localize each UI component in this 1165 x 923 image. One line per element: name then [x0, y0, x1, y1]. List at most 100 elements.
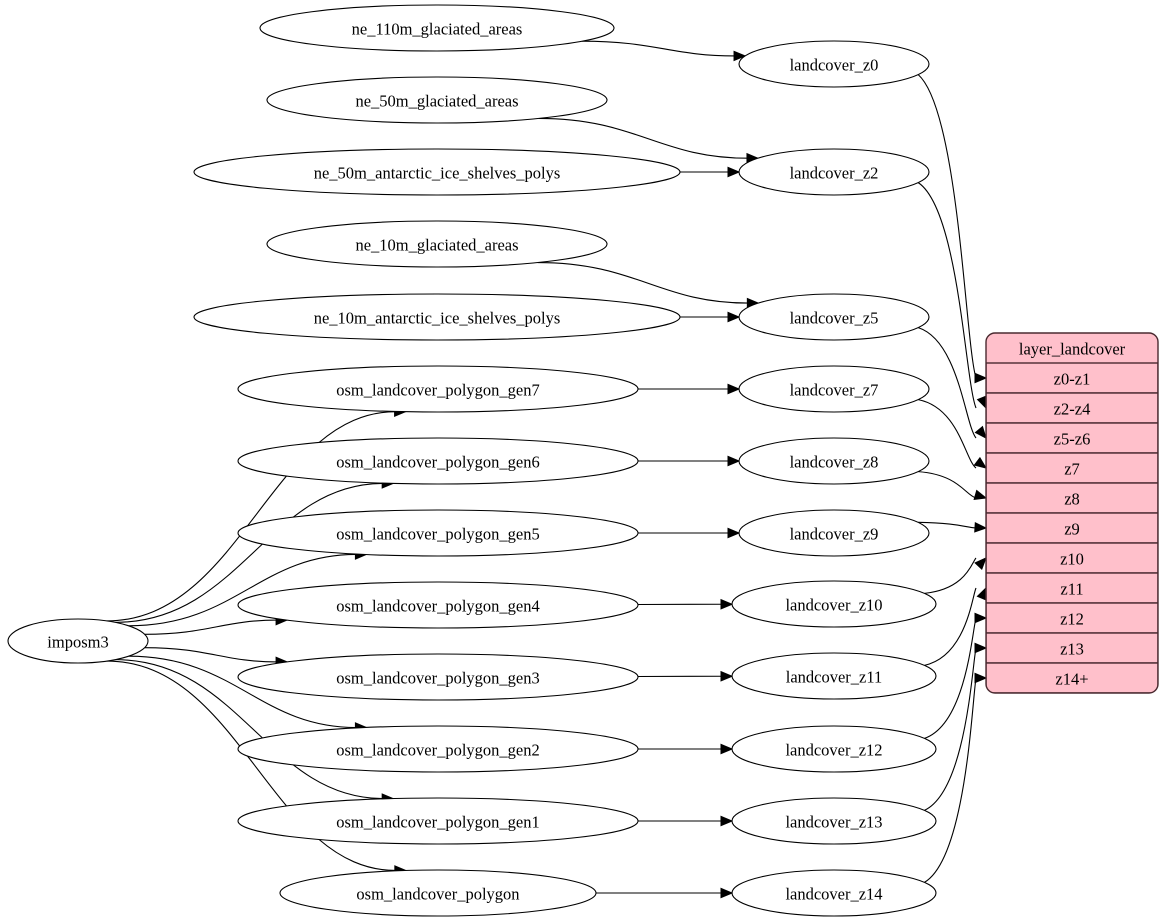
node-label: osm_landcover_polygon_gen1: [336, 813, 539, 832]
edge-path: [538, 117, 748, 159]
edge-path: [144, 619, 278, 635]
table-row-label: z7: [1064, 460, 1080, 479]
node-shape: [266, 220, 608, 268]
natural-earth-node-ne_10m_glaciated_areas[interactable]: ne_10m_glaciated_areas: [266, 220, 608, 268]
node-shape: [237, 509, 639, 557]
node-shape: [731, 797, 937, 845]
node-shape: [7, 618, 149, 664]
landcover-node-landcover_z13[interactable]: landcover_z13: [731, 797, 937, 845]
table-row-z10[interactable]: [986, 542, 1158, 574]
edge-path: [582, 40, 736, 57]
osm-table-node-osm_landcover_polygon_gen1[interactable]: osm_landcover_polygon_gen1: [237, 797, 639, 845]
edge-path: [128, 553, 357, 627]
edge-arrowhead: [973, 456, 988, 469]
edge-path: [924, 557, 977, 594]
edge-landcover_z0-to-z0-z1: [917, 74, 988, 384]
edge-path: [924, 587, 977, 666]
osm-table-node-osm_landcover_polygon_gen6[interactable]: osm_landcover_polygon_gen6: [237, 437, 639, 485]
table-row-z5-z6[interactable]: [986, 422, 1158, 454]
table-row-z9[interactable]: [986, 512, 1158, 544]
node-shape: [731, 725, 937, 773]
edge-path: [144, 647, 278, 663]
node-label: osm_landcover_polygon: [356, 885, 519, 904]
edge-osm_landcover_polygon_gen5-to-landcover_z9: [638, 527, 741, 539]
natural-earth-node-ne_50m_glaciated_areas[interactable]: ne_50m_glaciated_areas: [266, 76, 608, 124]
edge-landcover_z13-to-z13: [924, 642, 988, 811]
table-outline: [985, 332, 1159, 694]
node-shape: [237, 437, 639, 485]
node-label: landcover_z13: [785, 813, 882, 832]
edge-osm_landcover_polygon_gen1-to-landcover_z13: [638, 815, 734, 827]
node-shape: [237, 797, 639, 845]
natural-earth-node-ne_50m_antarctic_ice_shelves_polys[interactable]: ne_50m_antarctic_ice_shelves_polys: [193, 148, 681, 196]
osm-table-node-osm_landcover_polygon[interactable]: osm_landcover_polygon: [279, 869, 597, 917]
edge-path: [537, 261, 749, 304]
edge-landcover_z7-to-z7: [918, 399, 988, 469]
table-row-z0-z1[interactable]: [986, 362, 1158, 394]
node-label: landcover_z9: [790, 525, 879, 544]
natural-earth-node-ne_10m_antarctic_ice_shelves_polys[interactable]: ne_10m_antarctic_ice_shelves_polys: [193, 293, 681, 341]
edge-path: [924, 677, 977, 883]
osm-table-node-osm_landcover_polygon_gen2[interactable]: osm_landcover_polygon_gen2: [237, 725, 639, 773]
edge-arrowhead: [720, 670, 734, 682]
osm-table-node-osm_landcover_polygon_gen5[interactable]: osm_landcover_polygon_gen5: [237, 509, 639, 557]
edge-arrowhead: [720, 887, 734, 899]
edge-arrowhead: [974, 612, 988, 624]
node-shape: [731, 869, 937, 917]
landcover-node-landcover_z8[interactable]: landcover_z8: [738, 437, 930, 485]
node-shape: [738, 437, 930, 485]
landcover-node-landcover_z9[interactable]: landcover_z9: [738, 509, 930, 557]
node-label: landcover_z11: [786, 668, 883, 687]
node-shape: [266, 76, 608, 124]
edge-arrowhead: [727, 166, 741, 178]
source-node-imposm3[interactable]: imposm3: [7, 618, 149, 664]
landcover-node-landcover_z14[interactable]: landcover_z14: [731, 869, 937, 917]
edge-landcover_z12-to-z12: [924, 612, 988, 739]
table-header-label: layer_landcover: [1019, 340, 1126, 359]
node-label: ne_10m_antarctic_ice_shelves_polys: [314, 309, 561, 328]
table-row-z14+[interactable]: [986, 662, 1158, 693]
node-shape: [731, 580, 937, 628]
landcover-node-landcover_z10[interactable]: landcover_z10: [731, 580, 937, 628]
edge-ne_50m_antarctic_ice_shelves_polys-to-landcover_z2: [679, 166, 741, 178]
natural-earth-node-ne_110m_glaciated_areas[interactable]: ne_110m_glaciated_areas: [259, 4, 615, 52]
landcover-node-landcover_z0[interactable]: landcover_z0: [738, 40, 930, 88]
landcover-node-landcover_z2[interactable]: landcover_z2: [738, 148, 930, 196]
landcover-node-landcover_z12[interactable]: landcover_z12: [731, 725, 937, 773]
node-shape: [738, 365, 930, 413]
node-shape: [731, 652, 937, 700]
edge-path: [106, 411, 396, 622]
table-header-cell: [986, 333, 1158, 363]
edge-osm_landcover_polygon_gen7-to-landcover_z7: [638, 383, 741, 395]
table-row-z11[interactable]: [986, 572, 1158, 604]
osm-table-node-osm_landcover_polygon_gen4[interactable]: osm_landcover_polygon_gen4: [237, 581, 639, 629]
node-label: osm_landcover_polygon_gen4: [336, 597, 539, 616]
node-label: osm_landcover_polygon_gen2: [336, 741, 539, 760]
table-row-z7[interactable]: [986, 452, 1158, 484]
table-row-label: z9: [1064, 520, 1080, 539]
landcover-node-landcover_z11[interactable]: landcover_z11: [731, 652, 937, 700]
edge-arrowhead: [973, 489, 988, 500]
table-row-z2-z4[interactable]: [986, 392, 1158, 424]
landcover-node-landcover_z5[interactable]: landcover_z5: [738, 293, 930, 341]
node-shape: [193, 293, 681, 341]
edge-arrowhead: [727, 383, 741, 395]
edge-path: [924, 647, 977, 811]
node-label: landcover_z5: [790, 309, 879, 328]
osm-table-node-osm_landcover_polygon_gen3[interactable]: osm_landcover_polygon_gen3: [237, 653, 639, 701]
table-row-label: z10: [1060, 550, 1084, 569]
node-shape: [738, 148, 930, 196]
landcover-node-landcover_z7[interactable]: landcover_z7: [738, 365, 930, 413]
edge-arrowhead: [720, 598, 734, 610]
table-row-label: z5-z6: [1054, 430, 1091, 449]
edge-landcover_z14-to-z14+: [924, 672, 988, 883]
edge-landcover_z5-to-z5-z6: [918, 327, 987, 439]
edge-arrowhead: [727, 527, 741, 539]
node-label: landcover_z0: [790, 56, 879, 75]
edge-arrowhead: [974, 672, 988, 684]
edge-arrowhead: [974, 425, 987, 439]
table-row-z8[interactable]: [986, 482, 1158, 514]
osm-table-node-osm_landcover_polygon_gen7[interactable]: osm_landcover_polygon_gen7: [237, 365, 639, 413]
node-shape: [279, 869, 597, 917]
edge-arrowhead: [974, 372, 988, 384]
